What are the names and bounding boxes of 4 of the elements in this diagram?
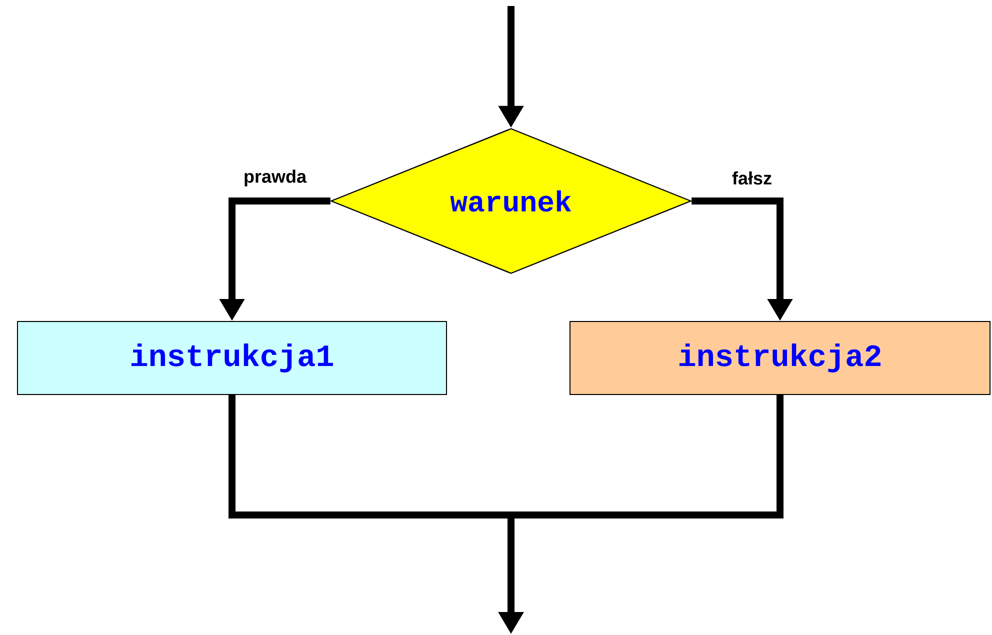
process-box: instrukcja1 <box>17 321 447 395</box>
edge-label: fałsz <box>732 171 772 185</box>
process-box: instrukcja2 <box>570 321 990 395</box>
edge-label: prawda <box>244 170 307 186</box>
